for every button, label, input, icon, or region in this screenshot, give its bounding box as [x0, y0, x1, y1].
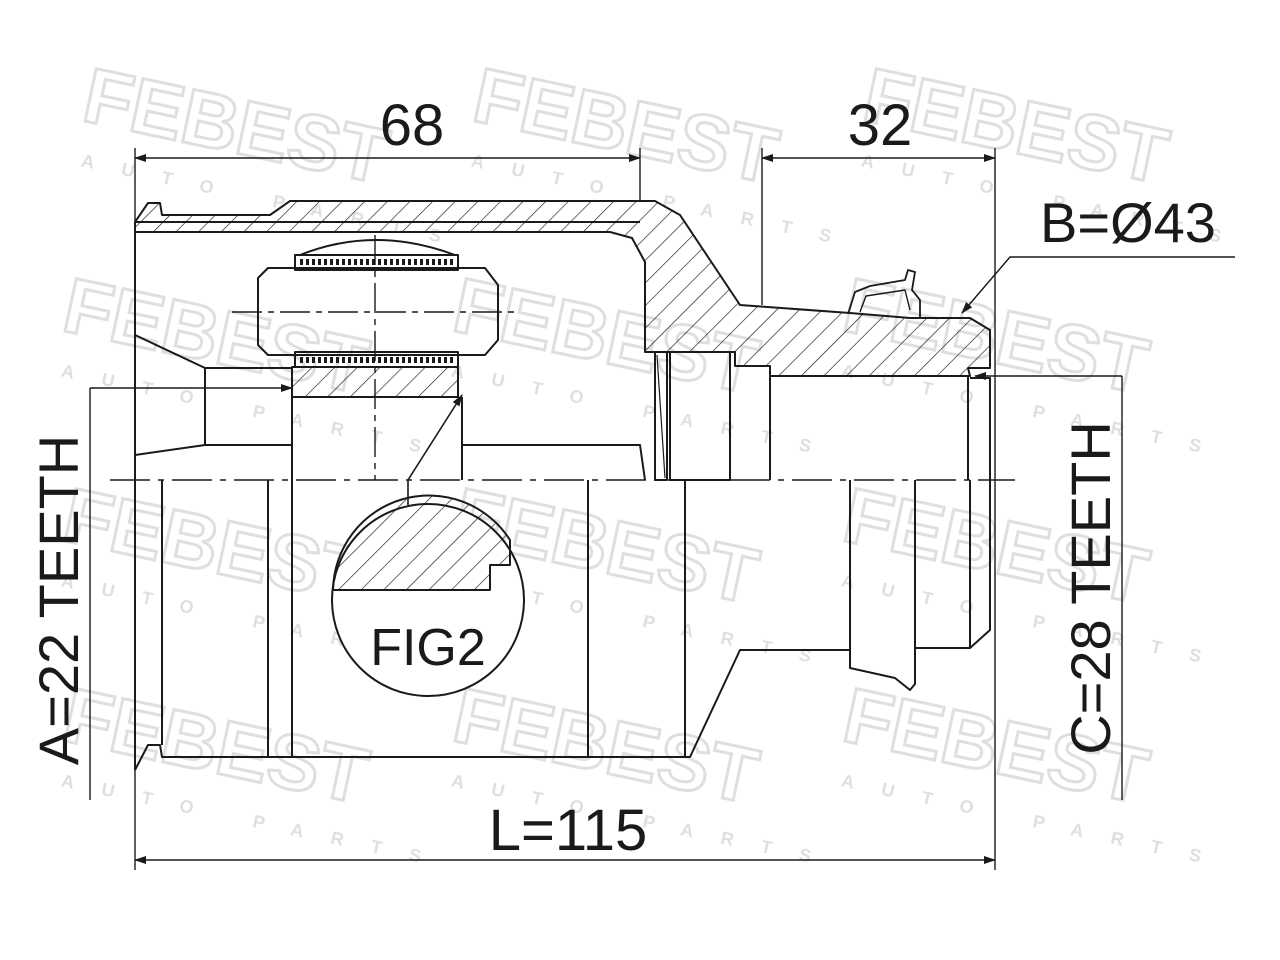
fig2-label: FIG2 [370, 619, 486, 677]
tripod-roller [257, 267, 499, 356]
housing-section [134, 200, 991, 377]
fig2-leader [407, 394, 463, 505]
retaining-clip [847, 269, 921, 318]
fig2-section [332, 494, 511, 591]
dim-label-115: L=115 [489, 798, 648, 863]
inner-plate [654, 351, 668, 481]
bore-right [462, 444, 646, 481]
roller-needle-top [294, 254, 459, 271]
dim-label-a: A=22 TEETH [27, 435, 90, 765]
dim-label-32: 32 [848, 93, 913, 158]
dim-label-c: C=28 TEETH [1059, 421, 1122, 755]
plate-hatch [656, 354, 666, 479]
roller-cap [299, 239, 456, 256]
housing-lower-outline [134, 480, 991, 771]
dim-label-68: 68 [380, 93, 445, 158]
retaining-clip-inner [859, 289, 911, 313]
dim-b-leader [961, 256, 1235, 314]
housing-inner-bore [134, 334, 206, 456]
dim-label-b: B=Ø43 [1040, 191, 1216, 254]
